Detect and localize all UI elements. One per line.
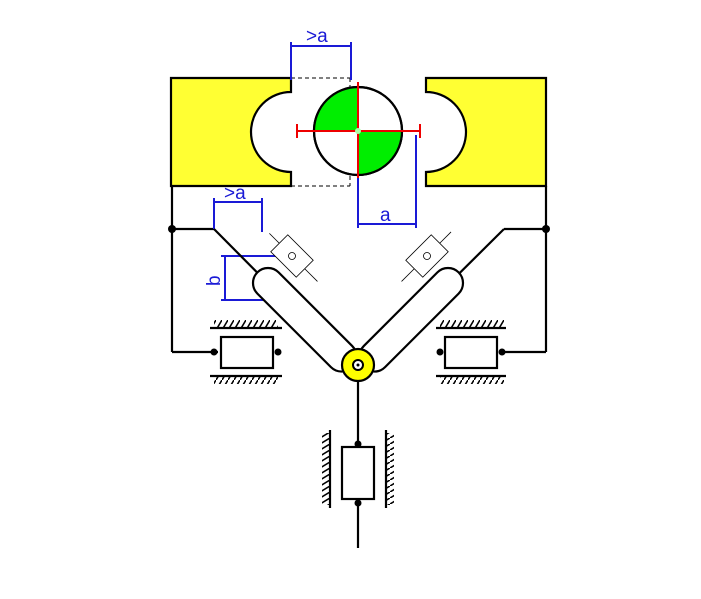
- roller: [340, 347, 376, 383]
- center-point: [355, 128, 361, 134]
- dimension-top-clearance: >a: [306, 26, 328, 47]
- pivot-joints: [168, 225, 550, 507]
- sliding-guide-left: [210, 320, 282, 384]
- dimension-left-clearance: >a: [224, 183, 246, 204]
- dimension-offset-b: b: [204, 275, 225, 286]
- jaw-left: [169, 76, 293, 188]
- frame-links: [170, 186, 548, 548]
- slider-block-left: [269, 233, 318, 282]
- jaw-right: [424, 76, 548, 188]
- slider-block-right: [401, 231, 452, 282]
- dimension-offset-a: a: [380, 205, 391, 226]
- sliding-guide-bottom: [322, 430, 394, 508]
- sliding-guide-right: [436, 320, 506, 384]
